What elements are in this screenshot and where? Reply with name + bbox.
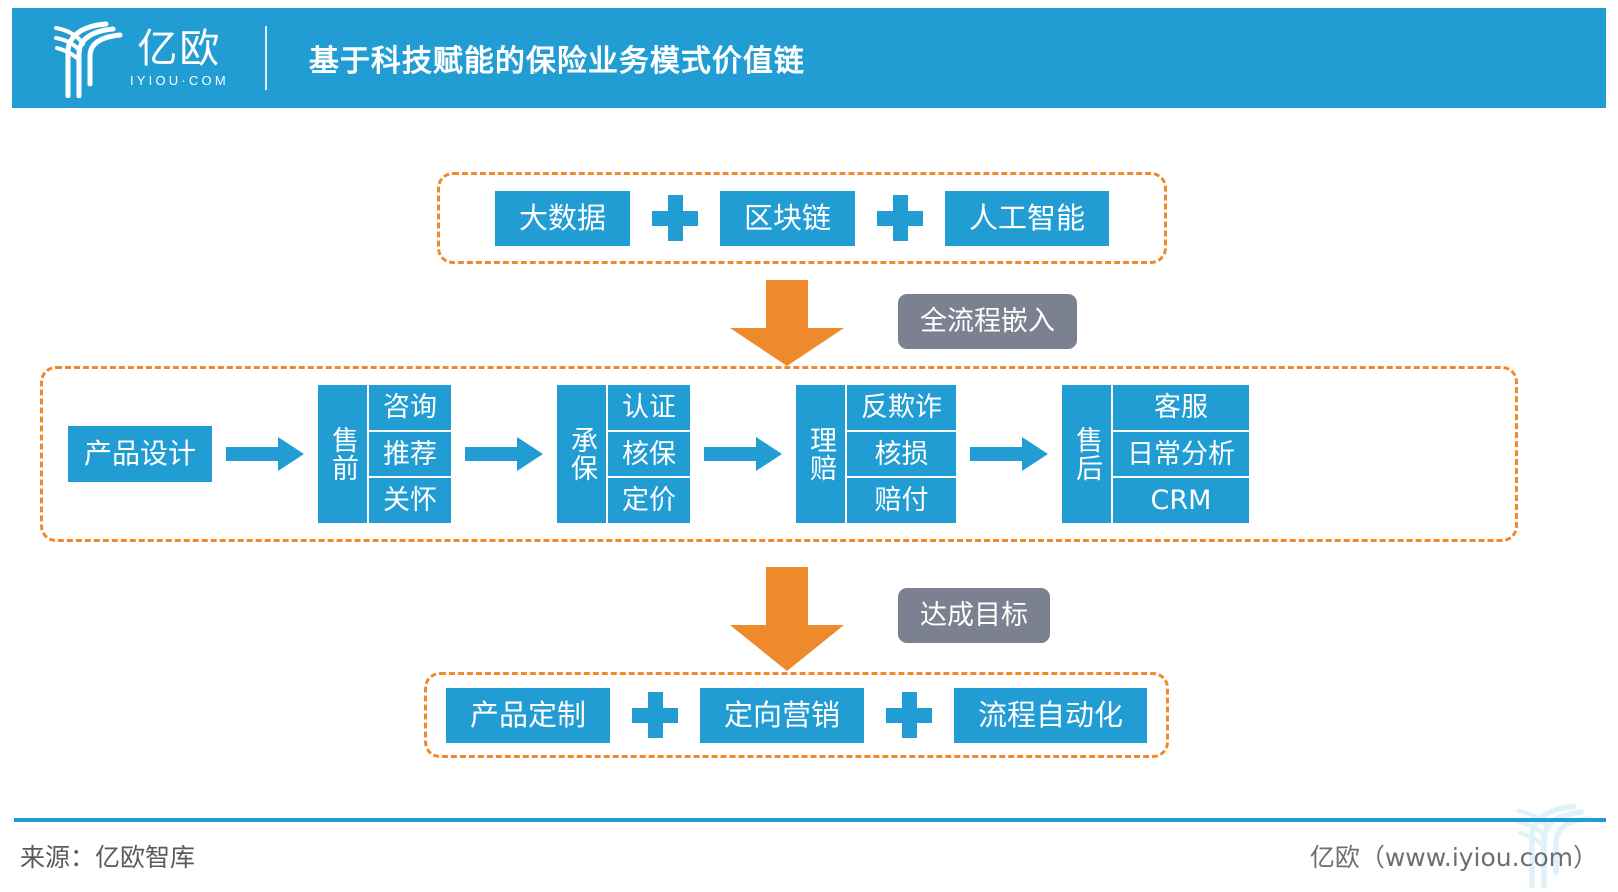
footer-divider: [14, 818, 1606, 822]
right-arrow-icon: [226, 437, 305, 471]
source-text: 来源：亿欧智库: [20, 843, 196, 872]
chain-node-product-design[interactable]: 产品设计: [68, 426, 213, 482]
tech-pill-ai[interactable]: 人工智能: [945, 190, 1110, 246]
goal-pill-targeted-marketing[interactable]: 定向营销: [699, 687, 864, 743]
plus-icon: [886, 692, 932, 738]
stage-item[interactable]: 反欺诈: [861, 391, 943, 423]
tech-pill-blockchain[interactable]: 区块链: [719, 190, 855, 246]
right-arrow-icon: [970, 437, 1049, 471]
plus-icon: [651, 195, 698, 241]
stage-item[interactable]: 核损: [847, 429, 957, 477]
right-arrow-icon: [704, 437, 783, 471]
goal-flow-label: 达成目标: [898, 588, 1050, 643]
header-divider: [264, 26, 267, 90]
down-arrow-icon-goal: [730, 567, 844, 671]
brand-footer-text: 亿欧（www.iyiou.com）: [1309, 843, 1598, 872]
tech-pill-bigdata[interactable]: 大数据: [494, 190, 630, 246]
value-chain: 产品设计 售前 咨询 推荐 关怀 承保 认证 核保 定价 理赔 反欺诈 核损 赔…: [40, 366, 1518, 542]
stage-title: 售前: [318, 385, 370, 523]
stage-item[interactable]: CRM: [1113, 476, 1250, 523]
stage-item[interactable]: 关怀: [369, 476, 452, 523]
stage-item[interactable]: 客服: [1154, 391, 1209, 423]
brand-name-en: IYIOU·COM: [130, 72, 229, 88]
stage-item[interactable]: 咨询: [383, 391, 438, 423]
goal-layer-group: 产品定制 定向营销 流程自动化: [424, 672, 1169, 758]
page-title: 基于科技赋能的保险业务模式价值链: [308, 44, 805, 79]
iyiou-tree-logo-icon: [54, 21, 123, 98]
brand-name-cn: 亿欧: [137, 25, 222, 72]
stage-item[interactable]: 核保: [608, 429, 691, 477]
goal-pill-process-automation[interactable]: 流程自动化: [954, 687, 1148, 743]
brand-logo: 亿欧 IYIOU·COM: [50, 18, 229, 98]
plus-icon: [631, 692, 678, 738]
value-chain-group: [40, 366, 1518, 542]
goal-pill-product-customization[interactable]: 产品定制: [445, 687, 610, 743]
stage-title: 承保: [557, 385, 609, 523]
stage-item[interactable]: 定价: [608, 476, 691, 523]
brand-logo-text: 亿欧 IYIOU·COM: [130, 28, 229, 89]
page-header: 亿欧 IYIOU·COM 基于科技赋能的保险业务模式价值链: [12, 8, 1606, 108]
chain-stage-presale[interactable]: 售前 咨询 推荐 关怀: [318, 385, 452, 523]
plus-icon: [877, 195, 923, 241]
iyiou-tree-watermark-icon: [1516, 803, 1592, 888]
embed-flow-label: 全流程嵌入: [898, 294, 1077, 349]
chain-stage-underwriting[interactable]: 承保 认证 核保 定价: [557, 385, 691, 523]
stage-title: 售后: [1062, 385, 1114, 523]
down-arrow-icon-embed: [730, 280, 844, 366]
stage-item[interactable]: 日常分析: [1113, 429, 1250, 477]
technology-layer-group: 大数据 区块链 人工智能: [437, 172, 1167, 264]
stage-title: 理赔: [796, 385, 848, 523]
chain-stage-aftersale[interactable]: 售后 客服 日常分析 CRM: [1062, 385, 1250, 523]
right-arrow-icon: [465, 437, 544, 471]
chain-stage-claims[interactable]: 理赔 反欺诈 核损 赔付: [796, 385, 957, 523]
stage-item[interactable]: 赔付: [847, 476, 957, 523]
stage-item[interactable]: 认证: [622, 391, 677, 423]
stage-item[interactable]: 推荐: [369, 429, 452, 477]
